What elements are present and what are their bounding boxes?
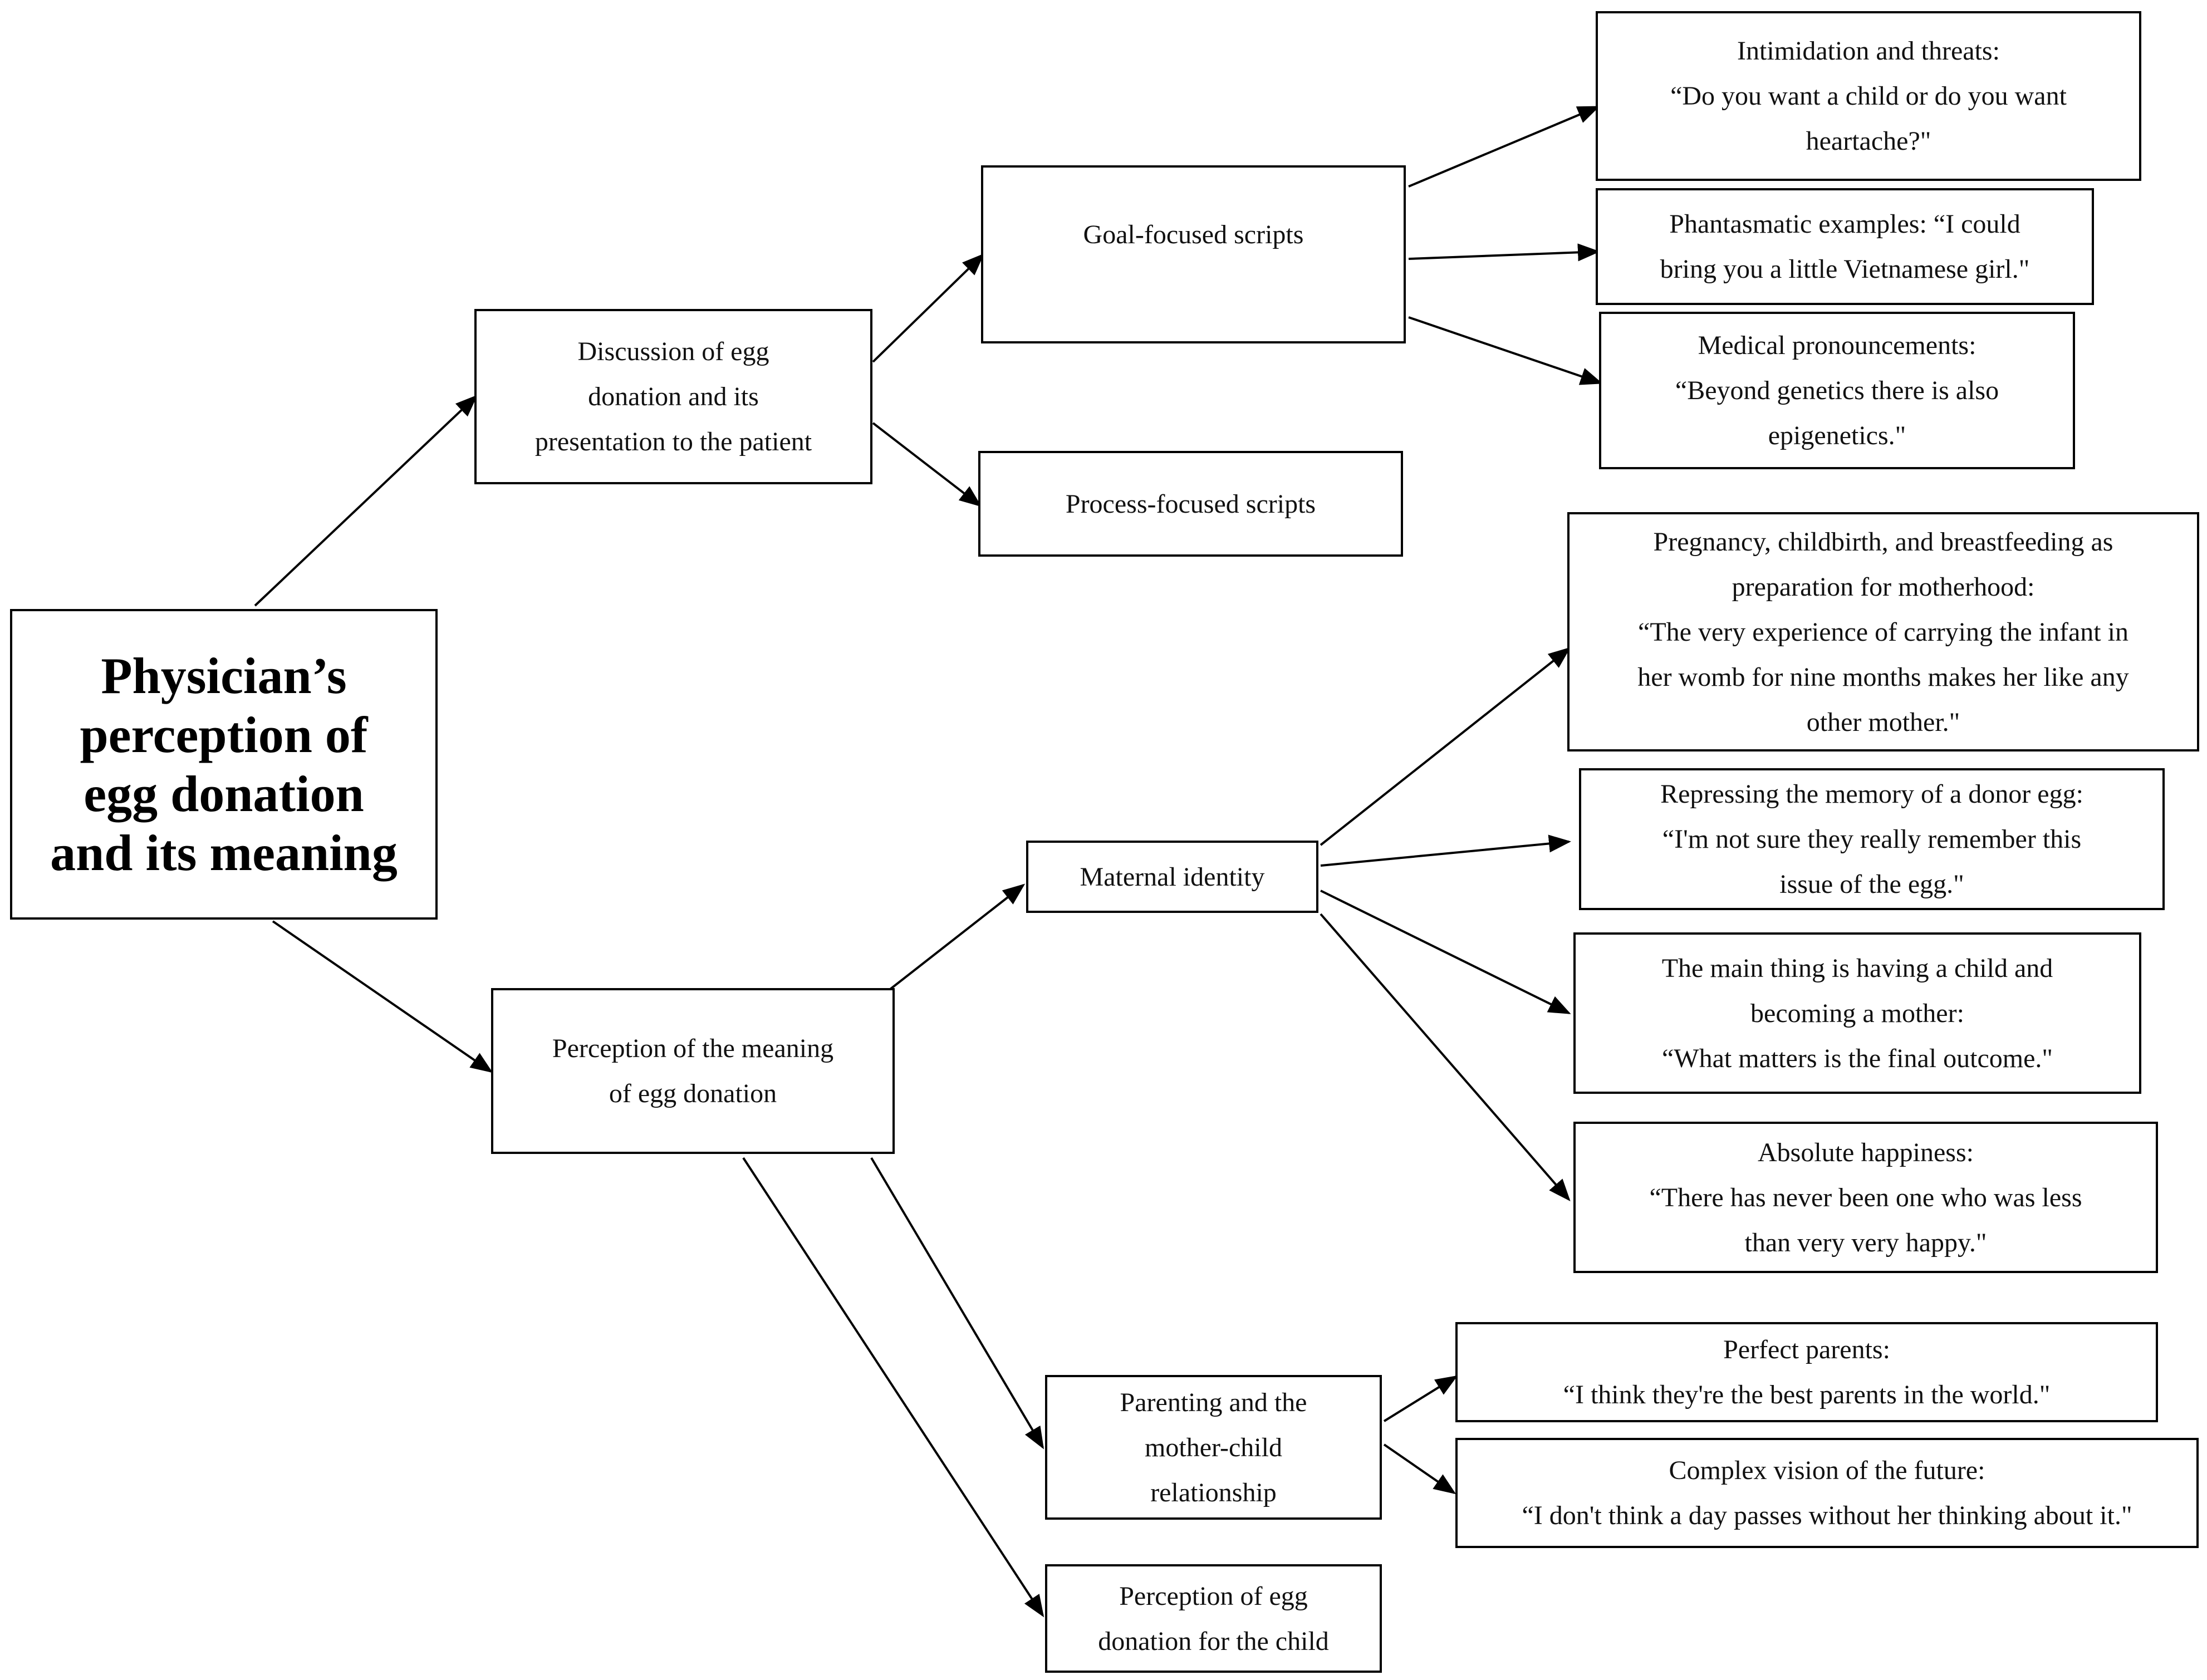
node-text-line: donation for the child [1098, 1626, 1329, 1656]
root-line: egg donation [84, 765, 364, 822]
child-perception-node: Perception of egg donation for the child [1045, 1564, 1382, 1673]
node-text-line: “I don't think a day passes without her … [1522, 1501, 2132, 1530]
node-text-line: “The very experience of carrying the inf… [1638, 617, 2128, 647]
node-text-line: Intimidation and threats: [1737, 36, 2000, 66]
node-text-line: donation and its [588, 382, 759, 411]
arrow-meaning-to-child [742, 1157, 1044, 1618]
arrow-root-to-meaning [272, 920, 493, 1073]
node-text-line: “What matters is the final outcome." [1661, 1043, 2053, 1073]
arrow-maternal-to-pregnancy [1320, 647, 1571, 846]
node-text-line: presentation to the patient [534, 427, 812, 456]
node-text-line: Parenting and the [1120, 1387, 1307, 1417]
pregnancy-node: Pregnancy, childbirth, and breastfeeding… [1567, 512, 2199, 751]
node-text-line: Absolute happiness: [1758, 1137, 1974, 1167]
node-text-line: Medical pronouncements: [1698, 331, 1977, 360]
maternal-identity-node: Maternal identity [1026, 841, 1318, 913]
root-line: and its meaning [50, 824, 398, 881]
node-text-line: her womb for nine months makes her like … [1637, 662, 2129, 692]
node-text-line: relationship [1150, 1477, 1277, 1507]
node-text-line: Process-focused scripts [1065, 489, 1316, 519]
node-text-line: Discussion of egg [577, 337, 769, 366]
process-scripts-node: Process-focused scripts [978, 451, 1403, 557]
arrow-goal-to-phantasmatic [1408, 243, 1600, 262]
discussion-node: Discussion of egg donation and its prese… [474, 309, 872, 484]
node-text-line: bring you a little Vietnamese girl." [1660, 254, 2030, 284]
node-text-line: “Beyond genetics there is also [1675, 376, 1999, 405]
node-text-line: Repressing the memory of a donor egg: [1660, 779, 2083, 809]
node-text-line: of egg donation [609, 1079, 777, 1108]
arrow-goal-to-medical [1408, 316, 1603, 385]
node-text-line: The main thing is having a child and [1661, 953, 2053, 983]
arrow-parenting-to-complex [1383, 1443, 1456, 1495]
happiness-node: Absolute happiness: “There has never bee… [1573, 1122, 2158, 1273]
arrow-meaning-to-maternal [887, 883, 1026, 992]
node-text-line: Goal-focused scripts [1083, 219, 1304, 249]
arrow-parenting-to-perfect [1383, 1375, 1458, 1422]
node-text-line: Complex vision of the future: [1669, 1456, 1985, 1485]
root-node: Physician’s perception of egg donation a… [10, 609, 438, 920]
arrow-maternal-to-mainthing [1320, 890, 1571, 1014]
arrow-goal-to-intimidation [1408, 106, 1600, 188]
meaning-node: Perception of the meaning of egg donatio… [491, 988, 895, 1154]
node-text-line: preparation for motherhood: [1732, 572, 2035, 602]
phantasmatic-node: Phantasmatic examples: “I could bring yo… [1596, 188, 2094, 305]
node-text-line: Maternal identity [1080, 862, 1265, 892]
arrow-root-to-discussion [254, 395, 478, 607]
arrow-maternal-to-happiness [1320, 913, 1571, 1202]
node-text-line: other mother." [1806, 707, 1960, 737]
node-text-line: “There has never been one who was less [1649, 1182, 2082, 1212]
node-text-line: than very very happy." [1744, 1227, 1987, 1257]
goal-scripts-node: Goal-focused scripts [981, 165, 1406, 343]
node-text-line: Pregnancy, childbirth, and breastfeeding… [1653, 527, 2113, 557]
node-text-line: “I'm not sure they really remember this [1662, 824, 2082, 854]
parenting-node: Parenting and the mother-child relations… [1045, 1375, 1382, 1520]
root-line: Physician’s [101, 647, 347, 704]
node-text-line: Perfect parents: [1723, 1335, 1890, 1364]
node-text-line: issue of the egg." [1779, 870, 1964, 899]
intimidation-node: Intimidation and threats: “Do you want a… [1596, 11, 2141, 181]
node-text-line: “Do you want a child or do you want [1670, 81, 2067, 111]
node-text-line: Perception of the meaning [552, 1034, 834, 1063]
arrow-discussion-to-goal [872, 253, 984, 363]
repressing-node: Repressing the memory of a donor egg: “I… [1579, 768, 2165, 910]
main-thing-node: The main thing is having a child and bec… [1573, 932, 2141, 1094]
arrow-maternal-to-repressing [1320, 834, 1571, 867]
node-text-line: heartache?" [1806, 126, 1931, 156]
root-line: perception of [80, 706, 368, 763]
perfect-parents-node: Perfect parents: “I think they're the be… [1455, 1322, 2158, 1422]
node-text-line: mother-child [1145, 1432, 1282, 1462]
complex-vision-node: Complex vision of the future: “I don't t… [1455, 1438, 2199, 1548]
arrow-discussion-to-process [872, 422, 982, 507]
node-text-line: “I think they're the best parents in the… [1563, 1380, 2051, 1409]
medical-node: Medical pronouncements: “Beyond genetics… [1599, 312, 2075, 469]
node-text-line: becoming a mother: [1750, 998, 1964, 1028]
node-text-line: Perception of egg [1119, 1581, 1308, 1611]
arrow-meaning-to-parenting [870, 1157, 1044, 1450]
node-text-line: Phantasmatic examples: “I could [1669, 209, 2020, 239]
node-text-line: epigenetics." [1768, 421, 1906, 450]
